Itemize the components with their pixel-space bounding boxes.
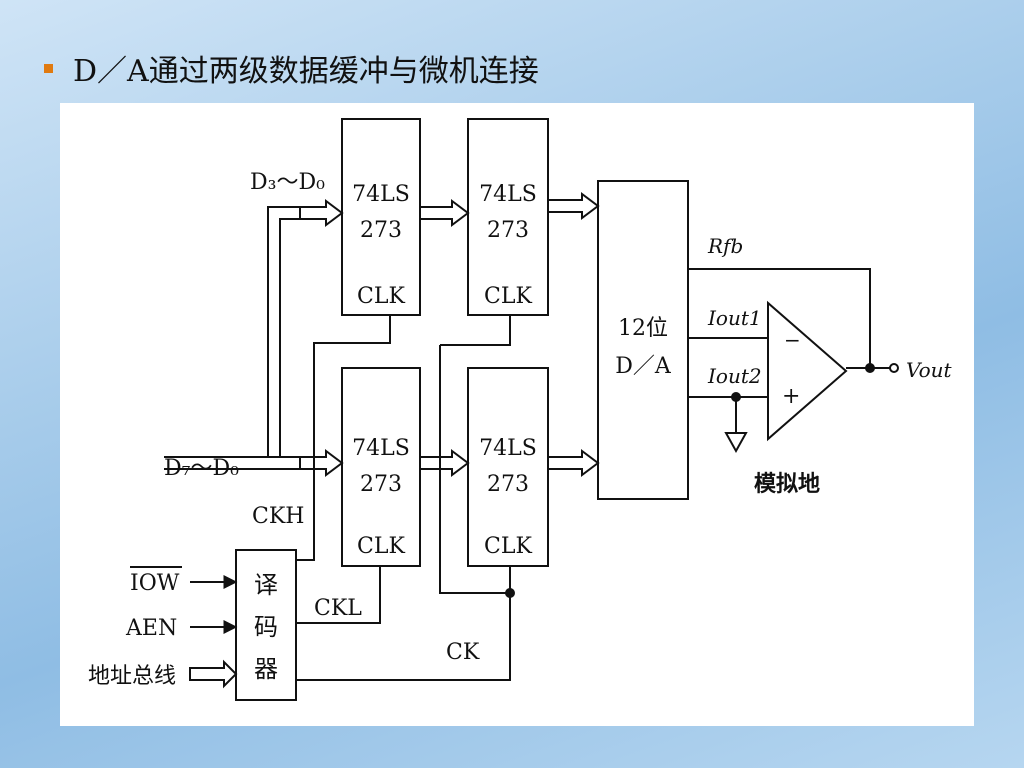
dac-type-label: D／A	[615, 354, 672, 379]
latch-2-top	[467, 118, 549, 316]
latch-1-top-chip-label: 74LS	[352, 182, 410, 207]
latch-1-bottom-chip-label: 74LS	[352, 436, 410, 461]
d3-d0-wire	[267, 206, 300, 457]
latch-1-bottom-clk-label: CLK	[357, 534, 405, 559]
latch-1-bottom-chip-number: 273	[360, 472, 402, 497]
latch-2-top-chip-label: 74LS	[479, 182, 537, 207]
dac-bits-label: 12位	[618, 316, 668, 341]
decoder-char-3: 器	[254, 655, 278, 683]
label-vout: Vout	[906, 358, 953, 382]
label-iout2: Iout2	[707, 364, 762, 388]
op-amp	[767, 300, 848, 442]
label-d7-d0: D₇～D₀	[164, 456, 239, 481]
decoder-char-2: 码	[254, 613, 278, 641]
ck-wire	[296, 593, 511, 681]
slide-title: D／A通过两级数据缓冲与微机连接	[44, 46, 539, 90]
bus-arrows	[189, 192, 600, 689]
label-d3-d0: D₃～D₀	[250, 170, 325, 195]
label-ckl: CKL	[314, 596, 362, 621]
decoder-char-1: 译	[254, 571, 278, 599]
circuit-svg: 74LS 273 CLK 74LS 273 CLK 74LS 273 CLK 7…	[88, 118, 953, 701]
label-iout1: Iout1	[707, 306, 762, 330]
latch-2-bottom-text: 74LS 273 CLK	[479, 436, 537, 559]
ground-symbol	[724, 432, 748, 454]
label-aen: AEN	[125, 616, 177, 641]
label-iow: IOW	[130, 571, 180, 596]
latch-1-top-clk-label: CLK	[357, 284, 405, 309]
latch-1-top-chip-number: 273	[360, 218, 402, 243]
latch-2-top-chip-number: 273	[487, 218, 529, 243]
label-analog-ground: 模拟地	[754, 471, 820, 497]
label-rfb: Rfb	[707, 234, 743, 258]
slide-title-text: D／A通过两级数据缓冲与微机连接	[73, 54, 539, 89]
label-ck: CK	[446, 640, 480, 665]
latch-2-bottom-clk-label: CLK	[484, 534, 532, 559]
dac-block	[597, 180, 689, 500]
latch-1-top-text: 74LS 273 CLK	[352, 182, 410, 309]
ckh-wire	[296, 315, 391, 561]
latch-2-bottom-chip-label: 74LS	[479, 436, 537, 461]
circuit-diagram: 74LS 273 CLK 74LS 273 CLK 74LS 273 CLK 7…	[60, 103, 974, 726]
label-ckh: CKH	[252, 504, 304, 529]
rfb-wire	[688, 268, 871, 368]
ckl-wire	[296, 566, 381, 624]
label-address-bus: 地址总线	[88, 664, 176, 689]
latch-2-bottom-chip-number: 273	[487, 472, 529, 497]
label-plus: +	[782, 384, 800, 409]
bullet-icon	[44, 63, 53, 73]
label-minus: −	[784, 328, 801, 352]
latch-2-top-text: 74LS 273 CLK	[479, 182, 537, 309]
latch-1-bottom-text: 74LS 273 CLK	[352, 436, 410, 559]
latch-2-top-clk-label: CLK	[484, 284, 532, 309]
